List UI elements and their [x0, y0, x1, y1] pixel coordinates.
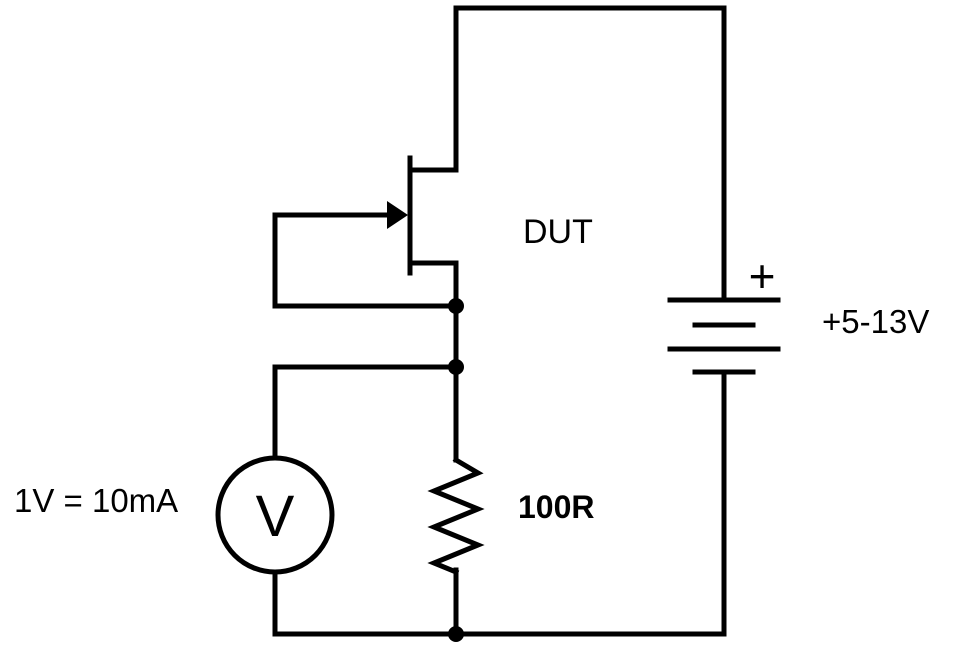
- wire-gate-loop: [272, 212, 459, 309]
- junction-dot-meter: [448, 359, 464, 375]
- wire-drain-top: [453, 5, 727, 303]
- jfet-transistor-symbol: [387, 155, 459, 276]
- meter-scale-label: 1V = 10mA: [14, 482, 178, 519]
- wire-meter-top: [272, 364, 459, 459]
- junction-dot-source: [448, 298, 464, 314]
- voltmeter-letter: V: [256, 484, 295, 549]
- voltmeter-symbol: [215, 455, 335, 575]
- resistor-symbol: [427, 456, 485, 576]
- jfet-gate-arrow-icon: [387, 201, 408, 229]
- battery-symbol: [667, 297, 781, 375]
- battery-plus-sign: +: [749, 250, 776, 302]
- wire-battery-bottom: [453, 369, 727, 637]
- wire-source-node: [409, 260, 459, 309]
- supply-voltage-label: +5-13V: [822, 303, 929, 340]
- wire-bottom-left: [272, 570, 459, 637]
- dut-label: DUT: [523, 213, 593, 251]
- junction-nodes: [448, 298, 464, 642]
- resistor-value-label: 100R: [518, 489, 595, 525]
- wires: [272, 5, 727, 637]
- junction-dot-ground: [448, 626, 464, 642]
